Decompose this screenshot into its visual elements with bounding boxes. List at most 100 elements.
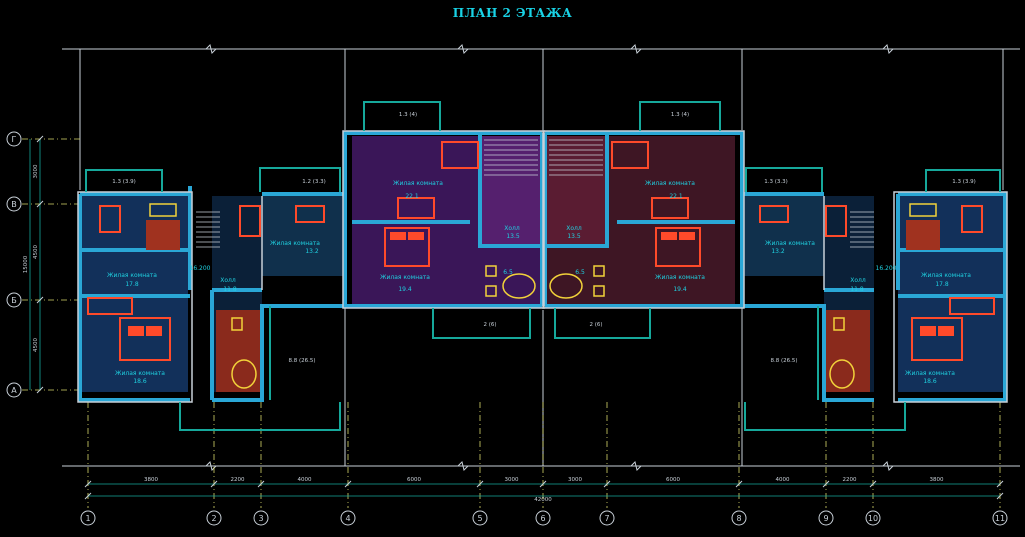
unit-left-side-fill: [262, 196, 344, 276]
axis-bubble-col: 6: [535, 510, 551, 526]
bath-tiles: [826, 310, 870, 392]
room-label: Жилая комната: [380, 274, 430, 281]
room-area: 13.5: [506, 233, 520, 240]
dimension-value: 4000: [298, 477, 312, 483]
axis-label: 11: [995, 514, 1005, 523]
desk: [759, 205, 789, 223]
balconies: [85, 101, 1001, 431]
bath-tiles: [146, 220, 180, 250]
room-area: 22.1: [405, 193, 419, 200]
bed-center-left: [384, 227, 430, 267]
room-label: Жилая комната: [115, 370, 165, 377]
balcony-area: 1.3 (4): [399, 112, 417, 118]
axis-bubble-col: 10: [865, 510, 881, 526]
bathtub: [502, 273, 536, 299]
room-area: 13.5: [567, 233, 581, 240]
room-area: 19.4: [398, 286, 412, 293]
axis-bubble-col: 9: [818, 510, 834, 526]
dimension-value: 4500: [33, 245, 39, 259]
room-area: 18.6: [923, 378, 937, 385]
room-area: 13.2: [305, 248, 319, 255]
shelf: [239, 205, 261, 237]
axis-bubble-col: 3: [253, 510, 269, 526]
dimension-value: 2200: [843, 477, 857, 483]
axis-label: 9: [823, 514, 828, 523]
room-label: Холл: [504, 225, 520, 232]
room-area: 16.200: [190, 265, 211, 272]
dimension-value: 2200: [231, 477, 245, 483]
toilet: [231, 317, 243, 331]
furniture: [87, 141, 995, 392]
balcony-area: 2 (6): [483, 322, 496, 328]
axis-bubble-col: 2: [206, 510, 222, 526]
room-area: 17.8: [935, 281, 949, 288]
axis-bubble-col: 1: [80, 510, 96, 526]
shelf: [825, 205, 847, 237]
axis-bubble-col: 7: [599, 510, 615, 526]
terrace-area: 8.8 (26.5): [288, 358, 315, 364]
axis-label: 7: [604, 514, 609, 523]
wardrobe: [87, 297, 133, 315]
dimension-value: 3000: [568, 477, 582, 483]
dimension-value: 3000: [33, 164, 39, 178]
dimension-value: 6000: [407, 477, 421, 483]
stair-left-fill: [480, 136, 542, 246]
room-label: Холл: [850, 277, 866, 284]
room-area: 11.8: [850, 286, 864, 293]
axis-bubble-row: Б: [6, 292, 22, 308]
toilet: [593, 265, 605, 277]
sink: [909, 203, 937, 217]
room-area: 16.200: [876, 265, 897, 272]
axis-bubble-row: В: [6, 196, 22, 212]
dimension-value: 3800: [930, 477, 944, 483]
room-label: Жилая комната: [645, 180, 695, 187]
room-label: Жилая комната: [393, 180, 443, 187]
axis-label: А: [11, 386, 17, 395]
axis-label: 10: [868, 514, 878, 523]
pillow: [128, 326, 144, 336]
unit-right-side-fill: [742, 196, 824, 276]
room-label: Жилая комната: [270, 240, 320, 247]
balcony-area: 1.2 (3.3): [302, 179, 326, 185]
chair: [961, 205, 983, 233]
axis-label: 4: [345, 514, 350, 523]
bed-left-low: [119, 317, 171, 361]
balcony-area: 1.3 (4): [671, 112, 689, 118]
grid-axes: [22, 138, 1001, 508]
axis-label: 6: [540, 514, 545, 523]
axis-label: 2: [211, 514, 216, 523]
axis-bubble-col: 11: [992, 510, 1008, 526]
toilet: [485, 265, 497, 277]
room-label: Холл: [220, 277, 236, 284]
dimension-value: 3800: [144, 477, 158, 483]
stair-right-fill: [545, 136, 607, 246]
room-area: 19.4: [673, 286, 687, 293]
room-label: Жилая комната: [921, 272, 971, 279]
room-area: 11.8: [223, 286, 237, 293]
pillow: [146, 326, 162, 336]
bathtub: [231, 359, 257, 389]
drawing-title: ПЛАН 2 ЭТАЖА: [452, 6, 573, 20]
bed-right-low: [911, 317, 963, 361]
axis-bubble-row: Г: [6, 131, 22, 147]
room-label: Жилая комната: [765, 240, 815, 247]
bathtub: [549, 273, 583, 299]
bed-center-right: [655, 227, 701, 267]
balcony-area: 2 (6): [589, 322, 602, 328]
terrace-area: 8.8 (26.5): [770, 358, 797, 364]
dimension-value: 4500: [33, 338, 39, 352]
dimension-total: 15000: [23, 255, 29, 273]
outer-frame: [62, 48, 1020, 467]
room-area: 22.1: [669, 193, 683, 200]
axis-bubble-col: 4: [340, 510, 356, 526]
axis-label: 5: [477, 514, 482, 523]
balcony-area: 1.3 (3.3): [764, 179, 788, 185]
room-area: 13.2: [771, 248, 785, 255]
inner-walls: [77, 130, 1008, 403]
balcony-area: 1.3 (3.9): [112, 179, 136, 185]
room-label: Холл: [566, 225, 582, 232]
axis-bubble-col: 8: [731, 510, 747, 526]
desk: [397, 197, 435, 219]
